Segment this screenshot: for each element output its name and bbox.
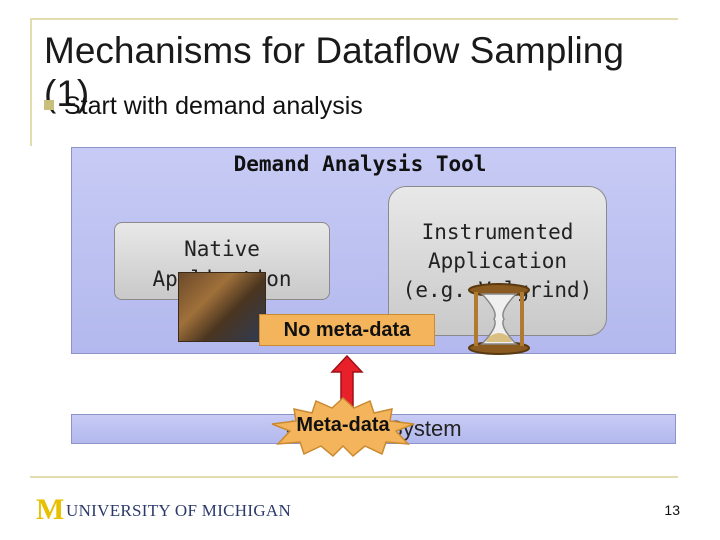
frame-left-line bbox=[30, 18, 32, 146]
page-number: 13 bbox=[664, 502, 680, 518]
game-screenshot-image bbox=[178, 272, 266, 342]
frame-top-line bbox=[30, 18, 678, 20]
demand-analysis-tool-label: Demand Analysis Tool bbox=[233, 152, 487, 176]
bullet-text: Start with demand analysis bbox=[64, 92, 363, 120]
footer-line bbox=[30, 476, 678, 478]
no-meta-data-label: No meta-data bbox=[259, 314, 435, 346]
inst-line-1: Instrumented bbox=[421, 220, 574, 244]
bullet-marker bbox=[44, 100, 54, 110]
slide-title: Mechanisms for Dataflow Sampling bbox=[44, 30, 624, 71]
university-logo-text: UNIVERSITY OF MICHIGAN bbox=[66, 501, 292, 520]
meta-data-label: Meta-data bbox=[296, 414, 390, 436]
native-line-1: Native bbox=[184, 237, 260, 261]
hourglass-icon bbox=[468, 283, 530, 355]
university-logo-m: M bbox=[36, 493, 65, 526]
inst-line-2: Application bbox=[427, 249, 568, 273]
meta-data-burst-icon bbox=[271, 396, 415, 458]
